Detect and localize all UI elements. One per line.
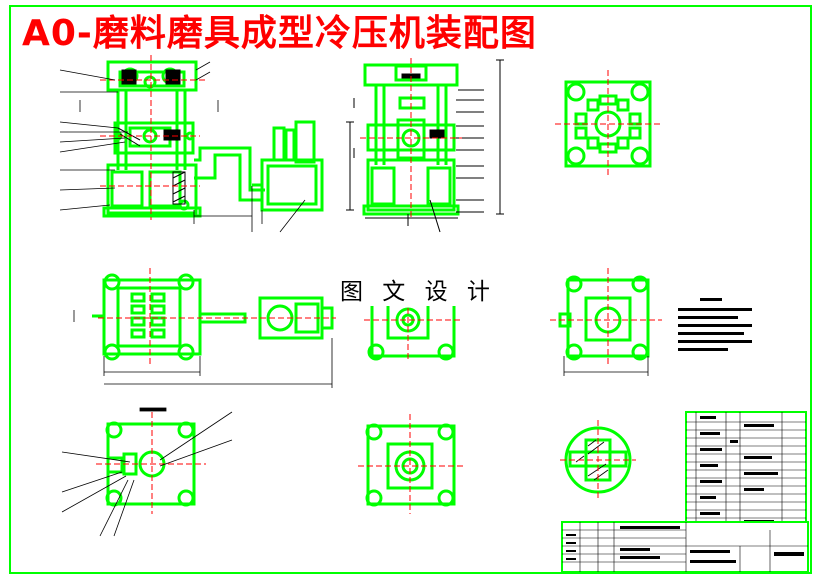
mold-view-centerlines bbox=[358, 414, 464, 514]
base-plan-view bbox=[92, 273, 334, 361]
front-view-centerlines bbox=[100, 55, 205, 220]
drawing-title: A0-磨料磨具成型冷压机装配图 bbox=[22, 13, 537, 54]
front-view-leaders bbox=[59, 61, 306, 233]
base-plan-dimensions bbox=[73, 310, 333, 388]
motor-unit bbox=[252, 120, 324, 212]
title-block bbox=[561, 521, 809, 573]
side-view-centerlines bbox=[360, 58, 462, 220]
section-centerlines bbox=[560, 420, 636, 500]
die-view bbox=[367, 296, 456, 361]
section-detail-hatching bbox=[575, 439, 609, 481]
side-view-details bbox=[346, 59, 504, 233]
lower-die-centerlines bbox=[96, 412, 206, 514]
upper-plate-dimensions bbox=[563, 356, 649, 376]
sheet-border bbox=[9, 5, 812, 574]
base-plan-centerlines bbox=[98, 268, 336, 364]
parts-list bbox=[685, 411, 807, 531]
upper-plate-centerlines bbox=[550, 268, 662, 366]
watermark-text: 图 文 设 计 bbox=[338, 272, 498, 306]
lower-die-leaders bbox=[61, 407, 233, 537]
upper-plate-view bbox=[558, 275, 650, 361]
technical-notes bbox=[678, 298, 752, 351]
